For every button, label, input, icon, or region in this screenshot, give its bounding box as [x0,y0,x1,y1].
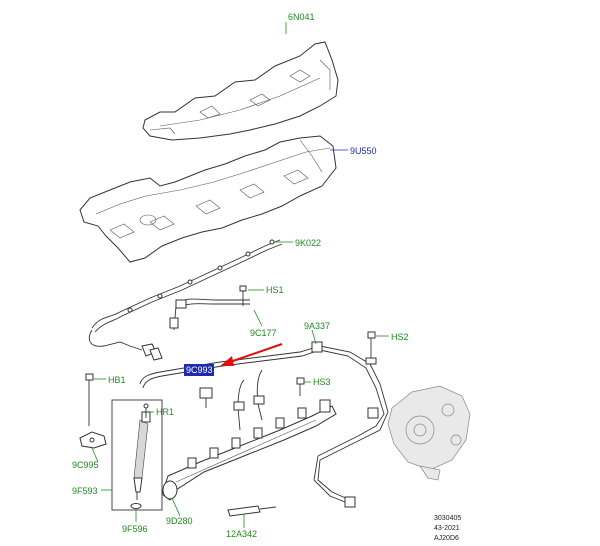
label-12a342[interactable]: 12A342 [226,529,257,539]
common-rail[interactable] [161,399,337,501]
label-hr1[interactable]: HR1 [156,407,174,417]
injector-detail-box [111,399,163,511]
injector-pipes[interactable] [199,369,265,431]
red-pointer-arrow [220,343,283,366]
fuel-supply-pipe[interactable] [139,341,389,508]
label-hb1[interactable]: HB1 [108,375,126,385]
label-9u550[interactable]: 9U550 [350,146,377,156]
injector-harness[interactable] [88,239,283,361]
label-9c995[interactable]: 9C995 [72,460,99,470]
label-9c993-highlighted[interactable]: 9C993 [186,365,213,375]
label-hs1[interactable]: HS1 [266,285,284,295]
engine-cover-lower[interactable] [79,135,337,263]
highlight-box [184,364,214,376]
label-9f596[interactable]: 9F596 [122,524,148,534]
label-6n041[interactable]: 6N041 [288,12,315,22]
leader-9c995 [91,447,99,463]
glow-plug[interactable] [227,505,277,517]
engine-cover-top[interactable] [142,41,339,141]
label-9d280[interactable]: 9D280 [166,516,193,526]
bolt-hb1[interactable] [85,373,94,426]
label-9f593[interactable]: 9F593 [72,486,98,496]
label-9a337[interactable]: 9A337 [304,321,330,331]
reference-stamp: 3030405 43-2021 AJ20D6 [434,515,461,542]
injector-clamp[interactable] [79,431,107,449]
label-hs3[interactable]: HS3 [313,377,331,387]
fuel-return-line[interactable] [169,298,250,331]
leader-9c177 [253,309,263,327]
stamp-line-3: AJ20D6 [434,535,459,542]
bolt-hs1[interactable] [239,285,247,306]
label-9k022[interactable]: 9K022 [295,238,321,248]
label-9c177[interactable]: 9C177 [250,328,277,338]
leader-9d280 [171,497,181,517]
bolt-hs3[interactable] [296,377,305,396]
leader-9a337 [311,329,317,345]
stamp-line-1: 3030405 [434,515,461,522]
bolt-hr1[interactable] [143,403,149,418]
stamp-line-2: 43-2021 [434,525,460,532]
fuel-injector[interactable] [133,411,151,500]
high-pressure-pump[interactable] [387,385,471,481]
bolt-hs2[interactable] [365,331,377,365]
injector-seal[interactable] [130,503,142,509]
label-hs2[interactable]: HS2 [391,332,409,342]
